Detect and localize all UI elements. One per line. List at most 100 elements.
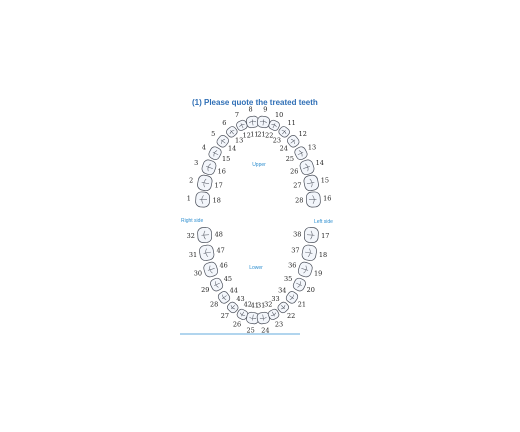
lower-tooth-groove <box>289 294 295 300</box>
lower-tooth[interactable] <box>246 311 260 325</box>
upper-tooth-inner-number: 23 <box>273 137 281 145</box>
lower-tooth-groove <box>259 314 267 321</box>
upper-tooth-outer-number: 2 <box>189 176 193 184</box>
upper-tooth-outer-number: 8 <box>249 106 253 114</box>
lower-tooth[interactable] <box>303 227 319 243</box>
lower-tooth-groove <box>306 230 315 240</box>
upper-tooth-inner-number: 17 <box>214 182 222 190</box>
upper-tooth-groove <box>239 123 245 129</box>
lower-tooth-inner-number: 35 <box>284 275 292 283</box>
upper-tooth-groove <box>259 119 267 126</box>
upper-tooth-outer-number: 3 <box>194 159 198 167</box>
upper-tooth-groove <box>271 123 277 129</box>
upper-tooth-outer-number: 6 <box>222 119 226 127</box>
lower-tooth-inner-number: 32 <box>264 300 272 308</box>
upper-tooth-inner-number: 25 <box>286 155 294 163</box>
upper-tooth-groove <box>212 150 219 157</box>
lower-tooth-groove <box>296 281 302 288</box>
upper-tooth-outer-number: 5 <box>211 130 215 138</box>
upper-tooth-groove <box>249 119 257 126</box>
lower-tooth[interactable] <box>285 290 300 305</box>
page-title: (1) Please quote the treated teeth <box>192 98 318 107</box>
upper-tooth-groove <box>308 195 317 204</box>
lower-tooth-groove <box>203 248 212 258</box>
lower-tooth-outer-number: 29 <box>201 286 209 294</box>
upper-tooth-inner-number: 22 <box>265 132 273 140</box>
upper-tooth[interactable] <box>277 125 291 138</box>
upper-tooth-inner-number: 16 <box>218 168 226 176</box>
lower-tooth-inner-number: 48 <box>215 230 223 238</box>
upper-tooth-groove <box>220 138 226 144</box>
upper-tooth-groove <box>297 150 304 157</box>
upper-tooth-outer-number: 13 <box>308 143 316 151</box>
lower-tooth[interactable] <box>199 244 215 261</box>
upper-tooth-outer-number: 4 <box>202 143 206 151</box>
lower-tooth-outer-number: 22 <box>287 312 295 320</box>
upper-tooth-outer-number: 1 <box>187 195 191 203</box>
lower-tooth[interactable] <box>267 308 280 321</box>
upper-tooth-groove <box>199 195 208 204</box>
lower-tooth-outer-number: 24 <box>261 326 269 334</box>
lower-tooth-inner-number: 42 <box>244 300 252 308</box>
upper-tooth[interactable] <box>305 191 321 208</box>
lower-tooth[interactable] <box>276 301 290 315</box>
lower-tooth-inner-number: 37 <box>291 246 299 254</box>
lower-tooth-groove <box>201 230 210 240</box>
upper-tooth[interactable] <box>299 159 316 176</box>
upper-tooth-inner-number: 18 <box>213 196 221 204</box>
upper-tooth-outer-number: 16 <box>323 195 331 203</box>
upper-tooth[interactable] <box>303 174 319 192</box>
upper-tooth[interactable] <box>225 125 239 138</box>
lower-tooth[interactable] <box>297 261 313 278</box>
lower-tooth-inner-number: 43 <box>236 295 244 303</box>
upper-tooth[interactable] <box>256 115 271 129</box>
right-side-label: Right side <box>181 218 203 224</box>
lower-tooth-outer-number: 31 <box>189 251 197 259</box>
lower-tooth[interactable] <box>217 290 232 305</box>
lower-tooth-inner-number: 36 <box>288 262 296 270</box>
upper-tooth-inner-number: 27 <box>293 182 301 190</box>
upper-tooth-groove <box>206 163 213 172</box>
lower-tooth-inner-number: 44 <box>230 287 238 295</box>
upper-tooth-groove <box>290 138 296 144</box>
lower-tooth-outer-number: 18 <box>319 251 327 259</box>
upper-tooth-inner-number: 28 <box>295 196 303 204</box>
lower-tooth-outer-number: 30 <box>194 269 202 277</box>
upper-tooth-inner-number: 11 <box>250 130 258 138</box>
upper-tooth-groove <box>201 178 210 188</box>
upper-tooth-inner-number: 14 <box>228 145 236 153</box>
upper-tooth[interactable] <box>286 134 301 149</box>
lower-tooth[interactable] <box>226 301 240 315</box>
upper-tooth[interactable] <box>268 119 281 132</box>
lower-tooth-groove <box>280 305 286 310</box>
lower-tooth-groove <box>249 314 257 321</box>
lower-tooth-outer-number: 20 <box>307 286 315 294</box>
upper-tooth[interactable] <box>195 191 211 208</box>
lower-tooth[interactable] <box>292 277 307 293</box>
lower-tooth-outer-number: 17 <box>321 232 329 240</box>
upper-tooth[interactable] <box>207 145 222 161</box>
upper-tooth[interactable] <box>293 145 308 161</box>
lower-tooth-outer-number: 26 <box>233 321 241 329</box>
lower-tooth[interactable] <box>203 261 219 278</box>
upper-tooth-outer-number: 11 <box>287 119 295 127</box>
upper-tooth-groove <box>306 178 315 188</box>
upper-tooth[interactable] <box>215 134 230 149</box>
lower-tooth[interactable] <box>209 277 224 293</box>
left-side-label: Left side <box>314 219 333 225</box>
upper-tooth-outer-number: 15 <box>321 176 329 184</box>
lower-tooth-outer-number: 25 <box>246 326 254 334</box>
upper-tooth-groove <box>229 130 235 135</box>
upper-tooth[interactable] <box>201 159 218 176</box>
lower-tooth[interactable] <box>197 227 213 243</box>
lower-tooth-outer-number: 32 <box>187 232 195 240</box>
lower-tooth-groove <box>270 311 277 317</box>
lower-tooth-outer-number: 28 <box>210 300 218 308</box>
lower-tooth[interactable] <box>301 244 317 261</box>
lower-tooth-inner-number: 46 <box>220 262 228 270</box>
upper-tooth-groove <box>303 163 310 172</box>
upper-tooth[interactable] <box>197 174 213 192</box>
lower-tooth-outer-number: 23 <box>275 321 283 329</box>
